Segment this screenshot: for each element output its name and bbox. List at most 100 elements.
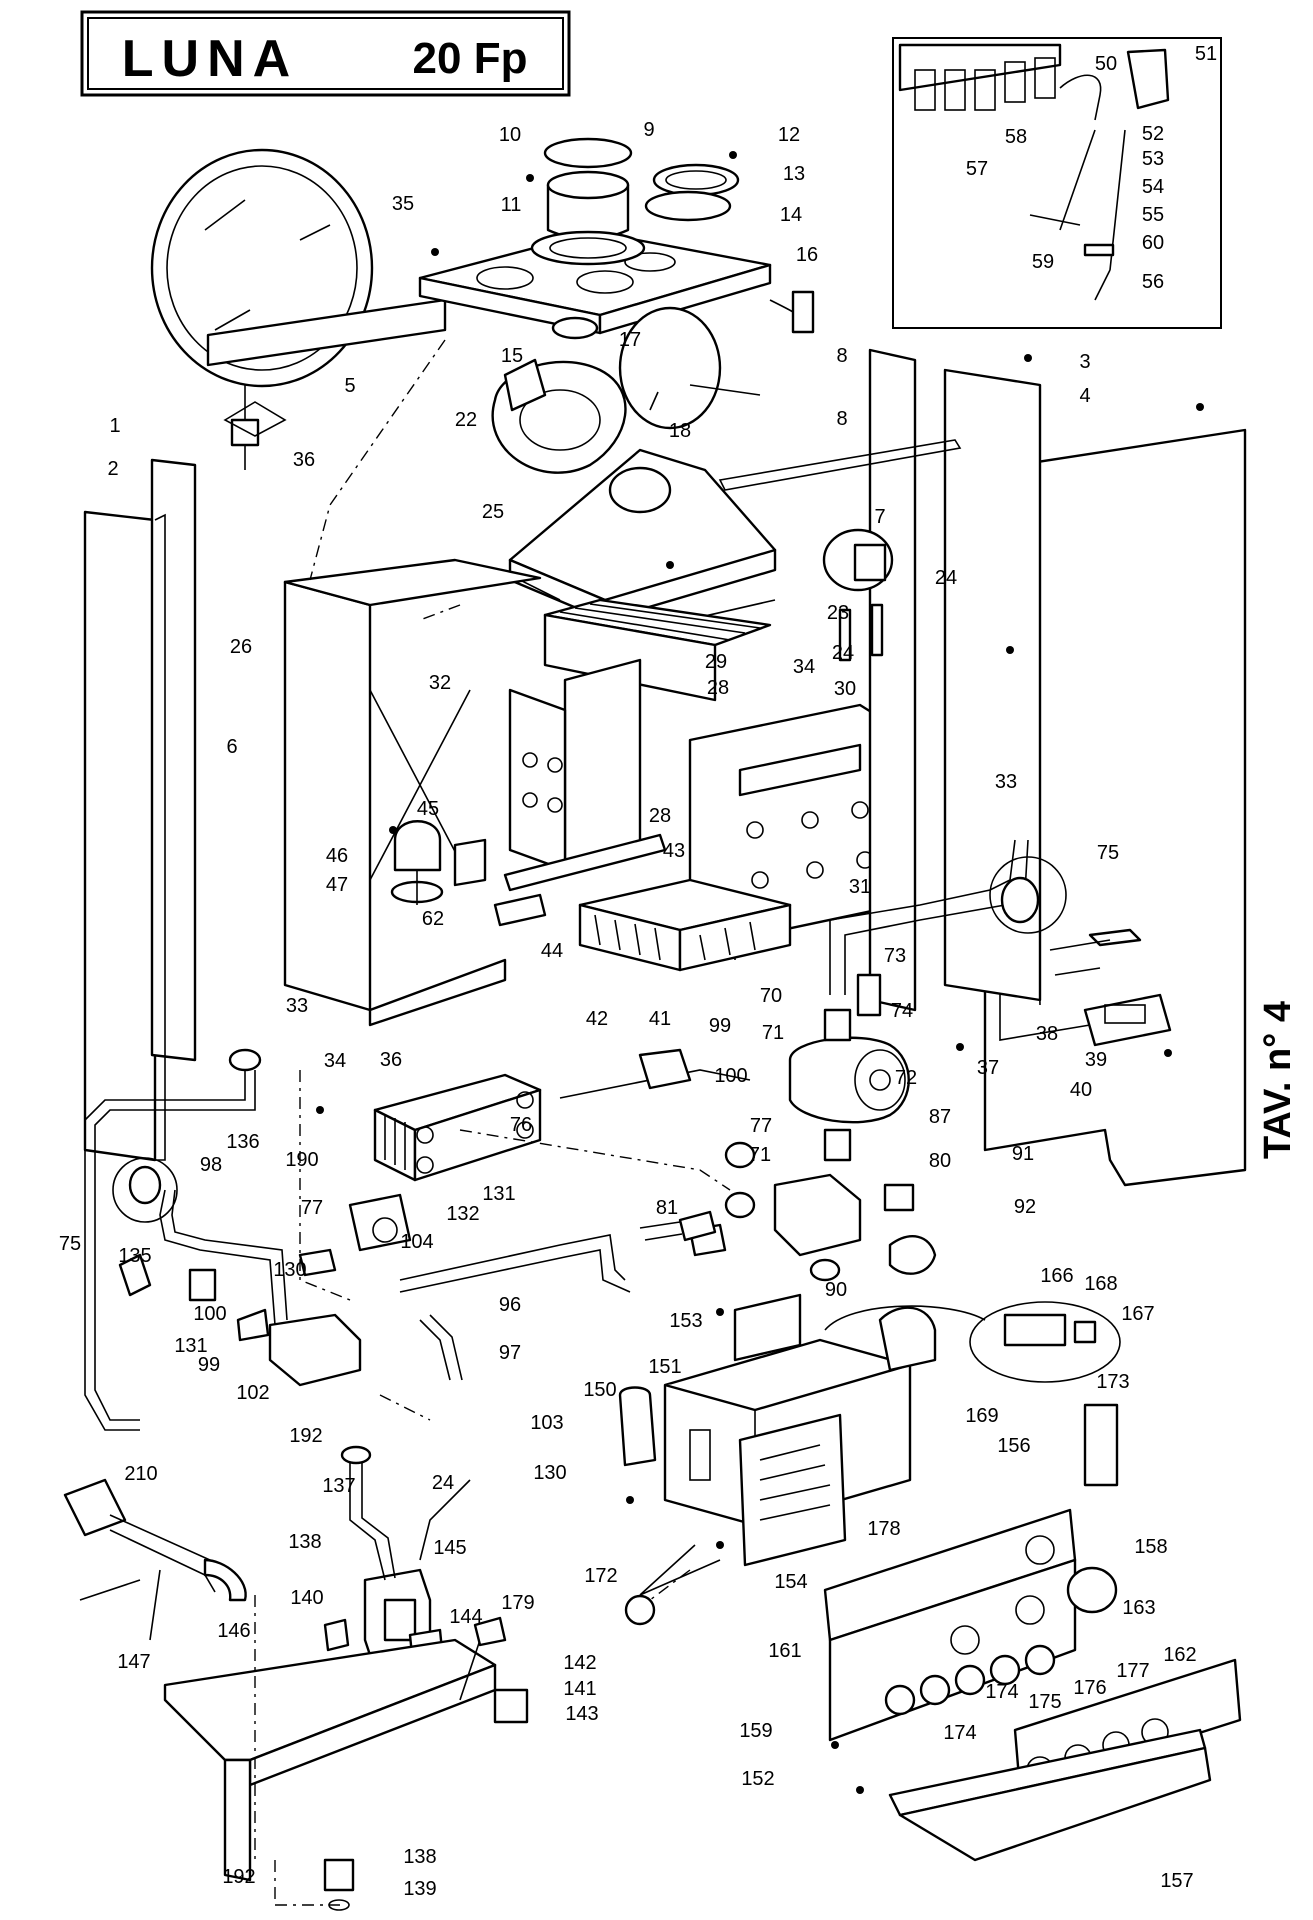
part-label-140: 140 bbox=[290, 1587, 323, 1609]
circulation-pump bbox=[788, 973, 910, 1162]
part-label-143: 143 bbox=[565, 1703, 598, 1725]
hydraulic-group bbox=[688, 1141, 937, 1282]
fan-assembly bbox=[491, 306, 761, 474]
main-burner bbox=[493, 833, 792, 972]
part-label-161: 161 bbox=[768, 1640, 801, 1662]
part-label-172: 172 bbox=[584, 1565, 617, 1587]
part-label-91: 91 bbox=[1012, 1143, 1034, 1165]
part-label-139: 139 bbox=[403, 1878, 436, 1900]
part-label-40: 40 bbox=[1070, 1079, 1092, 1101]
part-label-210: 210 bbox=[124, 1463, 157, 1485]
part-label-31: 31 bbox=[849, 876, 871, 898]
part-label-157: 157 bbox=[1160, 1870, 1193, 1892]
part-label-154: 154 bbox=[774, 1571, 807, 1593]
part-number-labels: 1234567889101112131415161718222324242425… bbox=[59, 43, 1217, 1900]
part-label-41: 41 bbox=[649, 1008, 671, 1030]
part-label-38: 38 bbox=[1036, 1023, 1058, 1045]
part-label-169: 169 bbox=[965, 1405, 998, 1427]
part-label-190: 190 bbox=[285, 1149, 318, 1171]
left-side-panels bbox=[83, 458, 197, 1162]
part-label-24: 24 bbox=[832, 642, 854, 664]
part-label-71: 71 bbox=[762, 1022, 784, 1044]
part-label-75: 75 bbox=[1097, 842, 1119, 864]
part-label-131: 131 bbox=[174, 1335, 207, 1357]
part-label-2: 2 bbox=[107, 458, 118, 480]
part-label-58: 58 bbox=[1005, 126, 1027, 148]
part-label-92: 92 bbox=[1014, 1196, 1036, 1218]
terminal-block bbox=[969, 1301, 1121, 1383]
part-label-80: 80 bbox=[929, 1150, 951, 1172]
control-knobs bbox=[884, 1644, 1056, 1716]
part-label-37: 37 bbox=[977, 1057, 999, 1079]
part-label-130: 130 bbox=[273, 1259, 306, 1281]
part-label-150: 150 bbox=[583, 1379, 616, 1401]
bottom-support-bracket bbox=[163, 1638, 497, 1911]
part-label-145: 145 bbox=[433, 1537, 466, 1559]
part-label-3: 3 bbox=[1079, 351, 1090, 373]
part-label-192: 192 bbox=[289, 1425, 322, 1447]
cold-water-group bbox=[118, 1189, 412, 1387]
part-label-24: 24 bbox=[935, 567, 957, 589]
part-label-59: 59 bbox=[1032, 251, 1054, 273]
brand-title: LUNA bbox=[122, 30, 298, 88]
part-label-72: 72 bbox=[895, 1067, 917, 1089]
air-pressure-switch bbox=[822, 528, 894, 662]
part-label-151: 151 bbox=[648, 1356, 681, 1378]
part-label-163: 163 bbox=[1122, 1597, 1155, 1619]
part-label-13: 13 bbox=[783, 163, 805, 185]
flue-top-plate bbox=[418, 230, 772, 335]
ignition-transformer bbox=[459, 1616, 529, 1724]
part-label-159: 159 bbox=[739, 1720, 772, 1742]
part-label-76: 76 bbox=[510, 1114, 532, 1136]
pcb-board bbox=[738, 1413, 847, 1567]
part-label-50: 50 bbox=[1095, 53, 1117, 75]
part-label-74: 74 bbox=[891, 1000, 913, 1022]
part-label-100: 100 bbox=[714, 1065, 747, 1087]
part-label-26: 26 bbox=[230, 636, 252, 658]
gas-inlet-pipe bbox=[63, 1478, 247, 1641]
part-label-137: 137 bbox=[322, 1475, 355, 1497]
flue-gaskets bbox=[644, 163, 740, 222]
safety-thermostat bbox=[390, 820, 487, 905]
part-label-102: 102 bbox=[236, 1382, 269, 1404]
inset-detail bbox=[892, 37, 1222, 329]
part-label-141: 141 bbox=[563, 1678, 596, 1700]
part-label-175: 175 bbox=[1028, 1691, 1061, 1713]
part-label-81: 81 bbox=[656, 1197, 678, 1219]
part-label-54: 54 bbox=[1142, 176, 1164, 198]
part-label-130: 130 bbox=[533, 1462, 566, 1484]
flue-adapter bbox=[530, 137, 646, 266]
left-return-pipes bbox=[84, 1048, 262, 1431]
heat-exchanger bbox=[508, 598, 902, 960]
part-label-176: 176 bbox=[1073, 1677, 1106, 1699]
model-title: 20 Fp bbox=[413, 34, 528, 83]
part-label-9: 9 bbox=[643, 119, 654, 141]
part-label-8: 8 bbox=[836, 408, 847, 430]
inset-burner-ramp bbox=[898, 43, 1062, 111]
part-label-55: 55 bbox=[1142, 204, 1164, 226]
assembly-guide-lines bbox=[254, 339, 731, 1860]
part-label-167: 167 bbox=[1121, 1303, 1154, 1325]
part-label-138: 138 bbox=[403, 1846, 436, 1868]
part-label-28: 28 bbox=[707, 677, 729, 699]
part-label-166: 166 bbox=[1040, 1265, 1073, 1287]
part-label-4: 4 bbox=[1079, 385, 1090, 407]
part-label-70: 70 bbox=[760, 985, 782, 1007]
part-label-42: 42 bbox=[586, 1008, 608, 1030]
part-label-33: 33 bbox=[286, 995, 308, 1017]
part-label-99: 99 bbox=[709, 1015, 731, 1037]
part-label-153: 153 bbox=[669, 1310, 702, 1332]
part-label-138: 138 bbox=[288, 1531, 321, 1553]
part-label-168: 168 bbox=[1084, 1273, 1117, 1295]
part-label-174: 174 bbox=[943, 1722, 976, 1744]
flow-pipes-right bbox=[829, 839, 1067, 995]
part-label-53: 53 bbox=[1142, 148, 1164, 170]
part-label-87: 87 bbox=[929, 1106, 951, 1128]
part-label-178: 178 bbox=[867, 1518, 900, 1540]
capacitor bbox=[624, 1594, 656, 1626]
part-label-46: 46 bbox=[326, 845, 348, 867]
part-label-97: 97 bbox=[499, 1342, 521, 1364]
part-label-77: 77 bbox=[301, 1197, 323, 1219]
part-label-77: 77 bbox=[750, 1115, 772, 1137]
part-label-98: 98 bbox=[200, 1154, 222, 1176]
